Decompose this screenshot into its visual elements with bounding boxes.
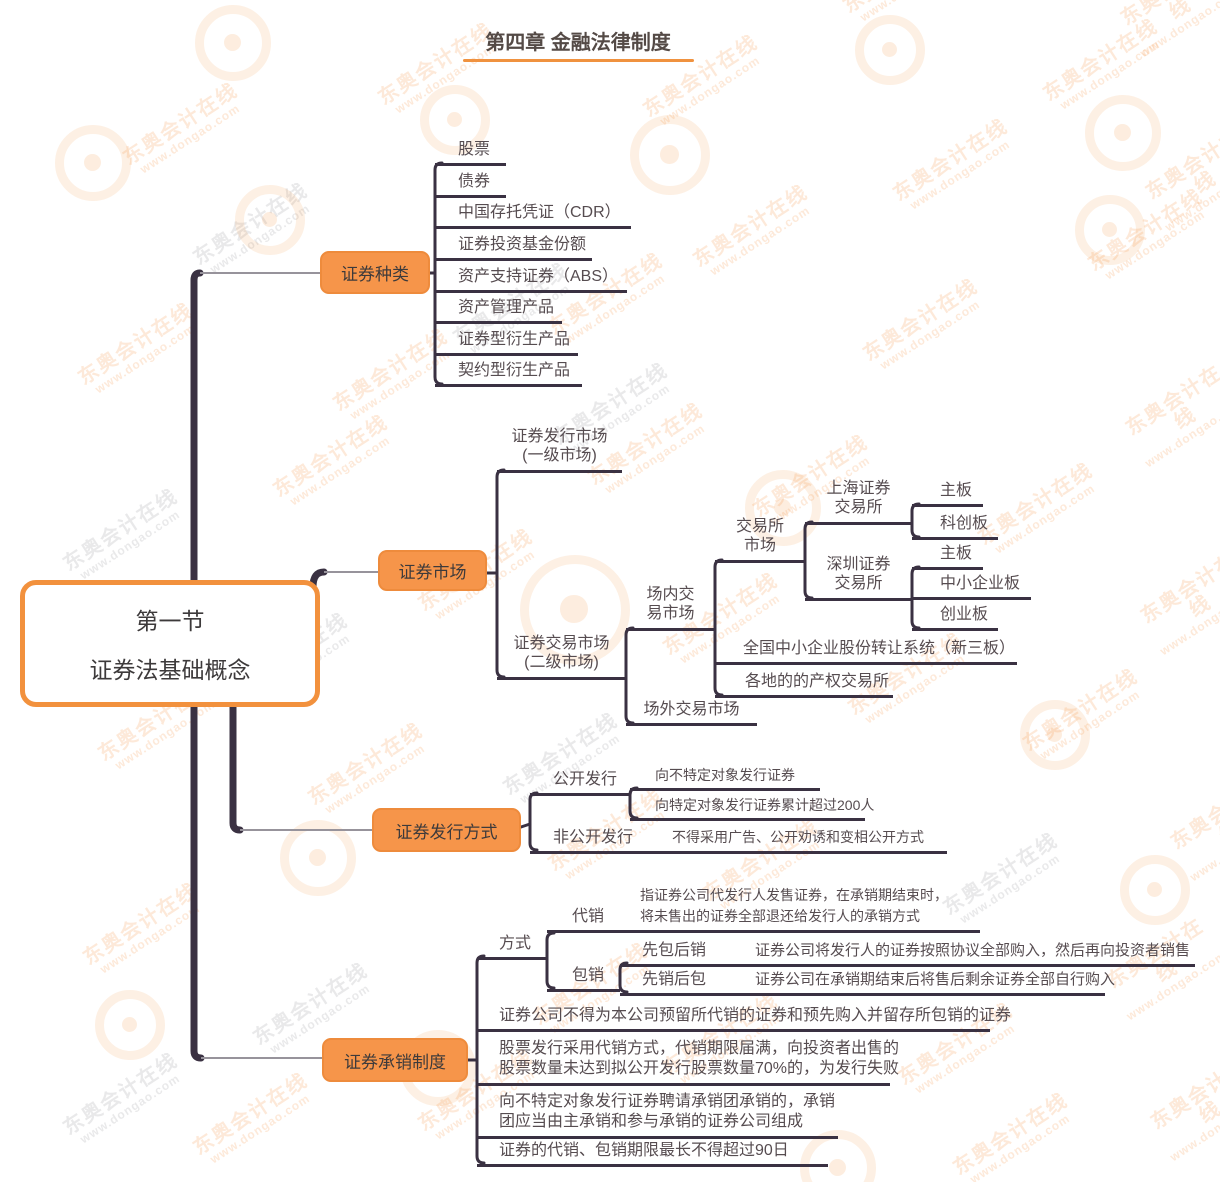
node-issuance-methods[interactable]: 证券发行方式 xyxy=(372,808,521,852)
sell-first-buy-later-desc: 证券公司在承销期结束后将售后剩余证券全部自行购入 xyxy=(755,971,1116,988)
node-consignment-row: 代销 指证券公司代发行人发售证券，在承销期结束时， 将未售出的证券全部退还给发行… xyxy=(547,885,980,933)
consignment-desc-line1: 指证券公司代发行人发售证券，在承销期结束时， xyxy=(640,887,948,903)
floor-market-line1: 场内交 xyxy=(646,586,695,603)
leaf-rule-underwriting-group: 向不特定对象发行证券聘请承销团承销的，承销 团应当由主承销和参与承销的证券公司组… xyxy=(477,1092,838,1139)
node-otc-market: 场外交易市场 xyxy=(626,700,757,726)
floor-market-line2: 易市场 xyxy=(646,605,695,622)
secondary-market-line2: (二级市场) xyxy=(524,654,599,671)
root-line2: 证券法基础概念 xyxy=(89,657,251,683)
leaf-chinext-board: 创业板 xyxy=(912,605,998,631)
buy-first-sell-later-desc: 证券公司将发行人的证券按照协议全部购入，然后再向投资者销售 xyxy=(755,942,1191,959)
node-secondary-market: 证券交易市场 (二级市场) xyxy=(497,634,626,680)
leaf-offer-specified-over-200: 向特定对象发行证券累计超过200人 xyxy=(630,796,874,821)
leaf-contract-derivative: 契约型衍生产品 xyxy=(435,361,582,387)
exchange-market-line2: 市场 xyxy=(743,537,776,554)
leaf-rule-90-days: 证券的代销、包销期限最长不得超过90日 xyxy=(477,1141,828,1167)
node-private-offering: 非公开发行 xyxy=(553,829,634,846)
leaf-offer-unspecified-targets: 向不特定对象发行证券 xyxy=(630,766,820,791)
root-node-section-title[interactable]: 第一节 证券法基础概念 xyxy=(20,580,320,707)
node-private-offering-row: 非公开发行 不得采用广告、公开劝诱和变相公开方式 xyxy=(530,828,947,854)
root-line1: 第一节 xyxy=(135,608,205,634)
leaf-bond: 债券 xyxy=(435,172,506,198)
node-sell-first-buy-later-row: 先销后包 证券公司在承销期结束后将售后剩余证券全部自行购入 xyxy=(620,970,1115,996)
leaf-neeq-system: 全国中小企业股份转让系统（新三板） xyxy=(715,639,1017,665)
secondary-market-line1: 证券交易市场 xyxy=(513,635,610,652)
leaf-rule-70-percent: 股票发行采用代销方式，代销期限届满，向投资者出售的 股票数量未达到拟公开发行股票… xyxy=(477,1039,900,1086)
private-offering-note: 不得采用广告、公开劝诱和变相公开方式 xyxy=(672,829,924,845)
node-buy-first-sell-later-row: 先包后销 证券公司将发行人的证券按照协议全部购入，然后再向投资者销售 xyxy=(620,941,1195,967)
leaf-property-rights-exchange: 各地的的产权交易所 xyxy=(715,672,893,698)
node-firm-commitment: 包销 xyxy=(547,966,620,992)
node-underwriting-method: 方式 xyxy=(477,934,547,960)
leaf-stock: 股票 xyxy=(435,140,506,166)
szse-line1: 深圳证券 xyxy=(826,556,891,573)
branch-links xyxy=(200,272,378,1059)
leaf-star-market: 科创板 xyxy=(912,514,998,540)
node-shenzhen-stock-exchange: 深圳证券 交易所 xyxy=(805,555,912,601)
node-floor-trading-market: 场内交 易市场 xyxy=(626,585,715,631)
primary-market-line2: (一级市场) xyxy=(522,447,597,464)
exchange-market-line1: 交易所 xyxy=(735,518,784,535)
node-sell-first-buy-later: 先销后包 xyxy=(642,971,707,988)
sse-line1: 上海证券 xyxy=(826,480,891,497)
rule-70-line1: 股票发行采用代销方式，代销期限届满，向投资者出售的 xyxy=(499,1040,900,1057)
leaf-sme-board: 中小企业板 xyxy=(912,574,1031,600)
node-security-market[interactable]: 证券市场 xyxy=(378,550,487,591)
title-underline xyxy=(463,59,694,62)
szse-line2: 交易所 xyxy=(834,575,883,592)
leaf-security-derivative: 证券型衍生产品 xyxy=(435,330,578,356)
leaf-sse-main-board: 主板 xyxy=(912,481,983,507)
consignment-desc: 指证券公司代发行人发售证券，在承销期结束时， 将未售出的证券全部退还给发行人的承… xyxy=(640,885,948,930)
consignment-desc-line2: 将未售出的证券全部退还给发行人的承销方式 xyxy=(640,908,920,924)
primary-market-line1: 证券发行市场 xyxy=(511,428,608,445)
rule-group-line2: 团应当由主承销和参与承销的证券公司组成 xyxy=(499,1113,804,1130)
node-consignment: 代销 xyxy=(572,908,605,925)
chapter-title: 第四章 金融法律制度 xyxy=(485,32,671,54)
rule-group-line1: 向不特定对象发行证券聘请承销团承销的，承销 xyxy=(499,1093,836,1110)
rule-70-line2: 股票数量未达到拟公开发行股票数量70%的，为发行失败 xyxy=(499,1060,900,1077)
leaf-asset-mgmt-product: 资产管理产品 xyxy=(435,298,562,324)
leaf-abs: 资产支持证券（ABS） xyxy=(435,267,627,293)
leaf-rule-no-reservation: 证券公司不得为本公司预留所代销的证券和预先购入并留存所包销的证券 xyxy=(477,1006,1011,1032)
node-security-types[interactable]: 证券种类 xyxy=(320,251,430,294)
leaf-cdr: 中国存托凭证（CDR） xyxy=(435,203,631,229)
node-shanghai-stock-exchange: 上海证券 交易所 xyxy=(805,479,912,525)
node-exchange-market: 交易所 市场 xyxy=(715,517,805,563)
leaf-fund-share: 证券投资基金份额 xyxy=(435,235,592,261)
leaf-szse-main-board: 主板 xyxy=(912,544,983,570)
node-public-offering: 公开发行 xyxy=(530,770,630,796)
node-buy-first-sell-later: 先包后销 xyxy=(642,942,707,959)
sse-line2: 交易所 xyxy=(834,499,883,516)
node-primary-market: 证券发行市场 (一级市场) xyxy=(497,427,622,473)
node-underwriting-system[interactable]: 证券承销制度 xyxy=(322,1038,468,1082)
